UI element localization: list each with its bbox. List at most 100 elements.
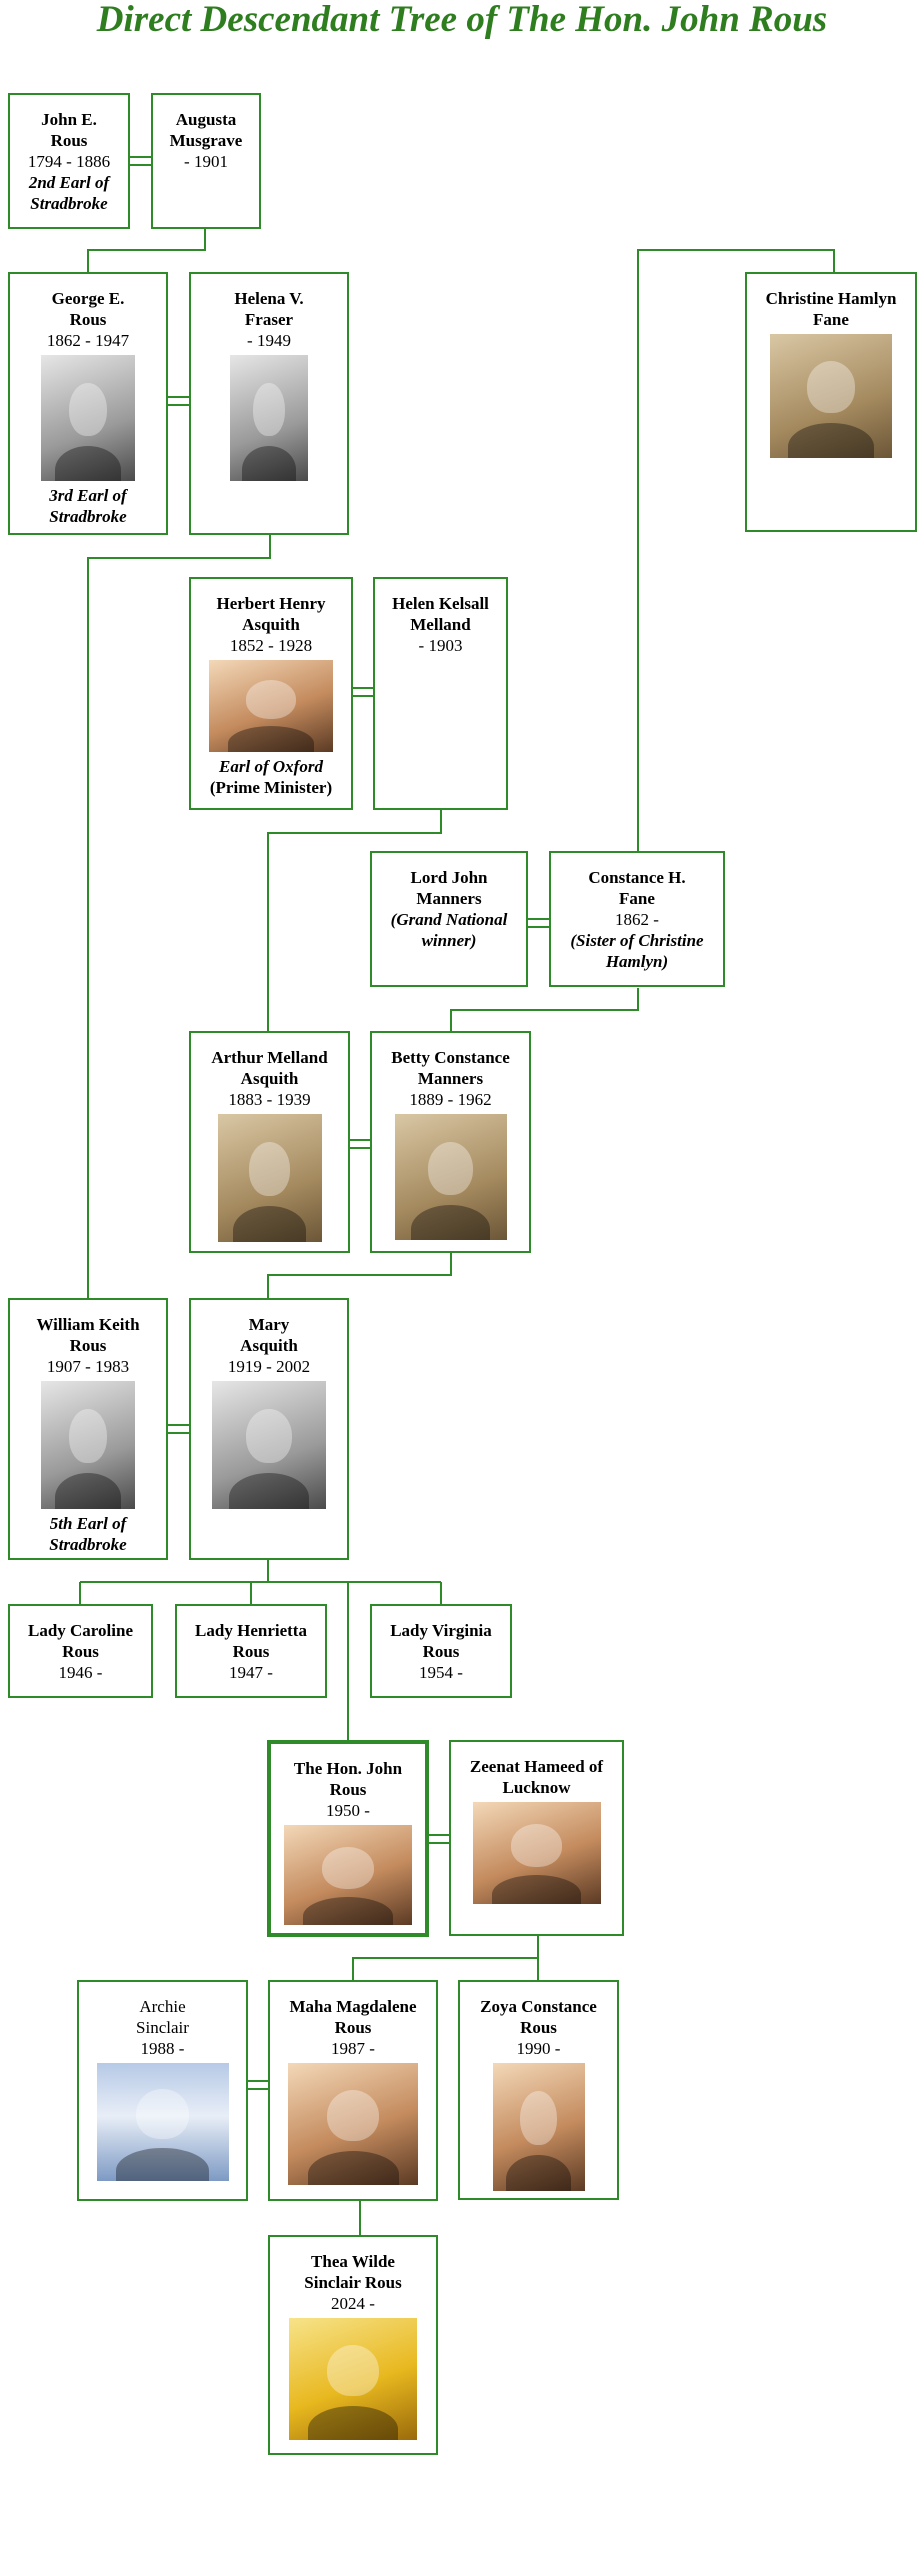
person-title: 3rd Earl of [49, 486, 127, 505]
spouse-link [247, 2080, 269, 2090]
person-dates: 1907 - 1983 [46, 1357, 130, 1376]
person-card-helena-fraser: Helena V. Fraser - 1949 [189, 272, 349, 535]
person-title: 2nd Earl of [28, 173, 110, 192]
person-name: George E. [51, 289, 125, 308]
person-dates: - 1903 [418, 636, 463, 655]
person-card-christine-fane: Christine Hamlyn Fane [745, 272, 917, 532]
person-dates: 1947 - [229, 1663, 273, 1682]
person-name: Zeenat Hameed of [469, 1757, 604, 1776]
spouse-link [349, 1139, 371, 1149]
person-name: Asquith [240, 1336, 298, 1355]
person-name: Herbert Henry [216, 594, 326, 613]
person-name: Fane [619, 889, 655, 908]
person-name: Rous [334, 2018, 372, 2037]
person-name: Manners [416, 889, 482, 908]
person-dates: 1919 - 2002 [227, 1357, 311, 1376]
person-card-john-rous: The Hon. John Rous 1950 - [267, 1740, 429, 1937]
person-dates: 1987 - [331, 2039, 375, 2058]
person-title: Earl of Oxford [219, 757, 323, 776]
person-dates: 1883 - 1939 [228, 1090, 311, 1109]
portrait-photo [96, 2063, 229, 2181]
person-card-augusta-musgrave: Augusta Musgrave - 1901 [151, 93, 261, 229]
person-title: Stradbroke [49, 1535, 127, 1554]
person-card-henrietta-rous: Lady Henrietta Rous 1947 - [175, 1604, 327, 1698]
person-dates: 1889 - 1962 [409, 1090, 492, 1109]
person-title: (Sister of Christine [570, 931, 704, 950]
person-name: Rous [69, 1336, 107, 1355]
person-name: Maha Magdalene [289, 1997, 417, 2016]
person-card-zeenat-hameed: Zeenat Hameed of Lucknow [449, 1740, 624, 1936]
person-dates: 1990 - [516, 2039, 561, 2058]
portrait-photo [492, 2063, 585, 2191]
person-name: Augusta [175, 110, 237, 129]
person-name: Archie [139, 1997, 186, 2016]
person-title: 5th Earl of [49, 1514, 127, 1533]
portrait-photo [472, 1802, 601, 1904]
person-name: Asquith [240, 1069, 299, 1088]
person-name: Lord John [410, 868, 488, 887]
person-name: Lady Henrietta [195, 1621, 307, 1640]
portrait-photo [289, 2318, 417, 2440]
person-card-zoya-rous: Zoya Constance Rous 1990 - [458, 1980, 619, 2200]
person-card-lord-john-manners: Lord John Manners (Grand National winner… [370, 851, 528, 987]
spouse-link [428, 1834, 450, 1844]
person-name: Arthur Melland [211, 1048, 328, 1067]
person-title: Hamlyn) [605, 952, 669, 971]
portrait-photo [209, 660, 333, 752]
spouse-link [129, 156, 152, 166]
person-name: Rous [62, 1642, 99, 1661]
parent-link [267, 810, 442, 1034]
person-name: Asquith [242, 615, 300, 634]
person-card-betty-manners: Betty Constance Manners 1889 - 1962 [370, 1031, 531, 1253]
person-dates: 1852 - 1928 [229, 636, 313, 655]
person-name: Fane [813, 310, 849, 329]
person-name: Rous [232, 1642, 270, 1661]
person-name: The Hon. John [293, 1759, 403, 1778]
person-title: (Grand National [390, 910, 508, 929]
person-card-virginia-rous: Lady Virginia Rous 1954 - [370, 1604, 512, 1698]
parent-link [450, 988, 639, 1034]
person-card-herbert-asquith: Herbert Henry Asquith 1852 - 1928 Earl o… [189, 577, 353, 810]
person-name: Constance H. [588, 868, 686, 887]
parent-link [637, 249, 835, 878]
person-card-thea-rous: Thea Wilde Sinclair Rous 2024 - [268, 2235, 438, 2455]
person-card-maha-rous: Maha Magdalene Rous 1987 - [268, 1980, 438, 2201]
person-dates: 1950 - [326, 1801, 370, 1820]
person-name: William Keith [36, 1315, 140, 1334]
person-name: Zoya Constance [480, 1997, 597, 2016]
person-name: Thea Wilde [311, 2252, 395, 2271]
person-name: John E. [41, 110, 97, 129]
portrait-photo [394, 1114, 507, 1240]
person-name: Musgrave [169, 131, 243, 150]
person-name: Rous [520, 2018, 557, 2037]
person-name: Rous [69, 310, 107, 329]
person-name: Sinclair Rous [304, 2273, 402, 2292]
person-dates: 1794 - 1886 [27, 152, 111, 171]
spouse-link [528, 918, 550, 928]
portrait-photo [217, 1114, 322, 1242]
parent-link [87, 535, 271, 1298]
spouse-link [167, 1424, 190, 1434]
person-card-helen-melland: Helen Kelsall Melland - 1903 [373, 577, 508, 810]
person-card-arthur-asquith: Arthur Melland Asquith 1883 - 1939 [189, 1031, 350, 1253]
person-name: Rous [329, 1780, 367, 1799]
person-dates: - 1949 [247, 331, 291, 350]
person-name: Christine Hamlyn [765, 289, 897, 308]
person-card-mary-asquith: Mary Asquith 1919 - 2002 [189, 1298, 349, 1560]
portrait-photo [770, 334, 892, 458]
person-name: Lady Caroline [27, 1621, 133, 1640]
person-dates: 1946 - [58, 1663, 103, 1682]
portrait-photo [41, 1381, 135, 1509]
person-dates: 2024 - [331, 2294, 375, 2313]
portrait-photo [41, 355, 135, 481]
sibling-link [79, 1581, 442, 1740]
person-name: Rous [50, 131, 88, 150]
page-title: Direct Descendant Tree of The Hon. John … [96, 0, 828, 40]
portrait-photo [284, 1825, 412, 1925]
person-name: Fraser [244, 310, 294, 329]
person-card-archie-sinclair: Archie Sinclair 1988 - [77, 1980, 248, 2201]
person-card-john-e-rous: John E. Rous 1794 - 1886 2nd Earl of Str… [8, 93, 130, 229]
person-title: Stradbroke [49, 507, 127, 526]
parent-link [87, 228, 206, 272]
